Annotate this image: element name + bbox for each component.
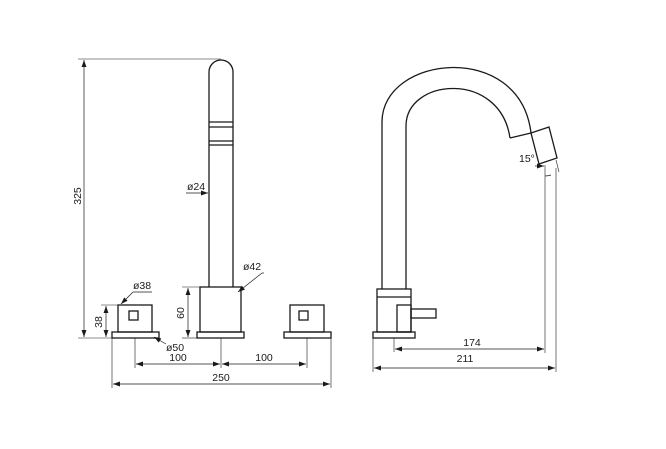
label-spacing-right: 100 bbox=[255, 352, 273, 364]
leader-dia-handle bbox=[120, 291, 134, 305]
leader-dia-base bbox=[237, 272, 263, 293]
side-lever bbox=[410, 308, 437, 319]
label-dia-base: ø42 bbox=[243, 261, 261, 273]
label-width-total: 250 bbox=[212, 372, 230, 384]
side-body bbox=[376, 288, 412, 333]
spout-nozzle bbox=[530, 126, 558, 165]
leader-dia-rosette bbox=[153, 336, 167, 345]
label-height-handle: 38 bbox=[93, 316, 105, 328]
spout-rosette bbox=[196, 331, 245, 339]
gooseneck-inner bbox=[405, 87, 511, 289]
gooseneck-outer bbox=[381, 66, 532, 289]
nozzle-line bbox=[509, 132, 532, 139]
label-spacing-left: 100 bbox=[169, 352, 187, 364]
right-rosette bbox=[283, 331, 332, 339]
side-rosette bbox=[372, 331, 416, 339]
label-dia-rosette: ø50 bbox=[166, 342, 184, 354]
label-dia-handle: ø38 bbox=[133, 280, 151, 292]
spout-tube bbox=[208, 59, 234, 287]
label-reach-inner: 174 bbox=[463, 337, 481, 349]
angle-arc bbox=[544, 174, 552, 177]
right-handle bbox=[289, 304, 325, 333]
label-angle-outlet: 15° bbox=[519, 153, 535, 165]
left-handle bbox=[117, 304, 153, 333]
left-handle-lever bbox=[128, 310, 139, 321]
front-view: 325 38 60 ø24 ø42 ø38 ø50 100 bbox=[72, 58, 332, 388]
label-height-base: 60 bbox=[175, 307, 187, 319]
left-rosette bbox=[111, 331, 160, 339]
side-view: 15° 174 211 bbox=[372, 66, 560, 372]
right-handle-lever bbox=[298, 310, 309, 321]
spout-base bbox=[199, 286, 242, 333]
side-lever-hub bbox=[396, 304, 412, 333]
label-dia-spout: ø24 bbox=[187, 181, 205, 193]
label-reach-outer: 211 bbox=[457, 353, 474, 365]
label-height-total: 325 bbox=[72, 187, 84, 205]
